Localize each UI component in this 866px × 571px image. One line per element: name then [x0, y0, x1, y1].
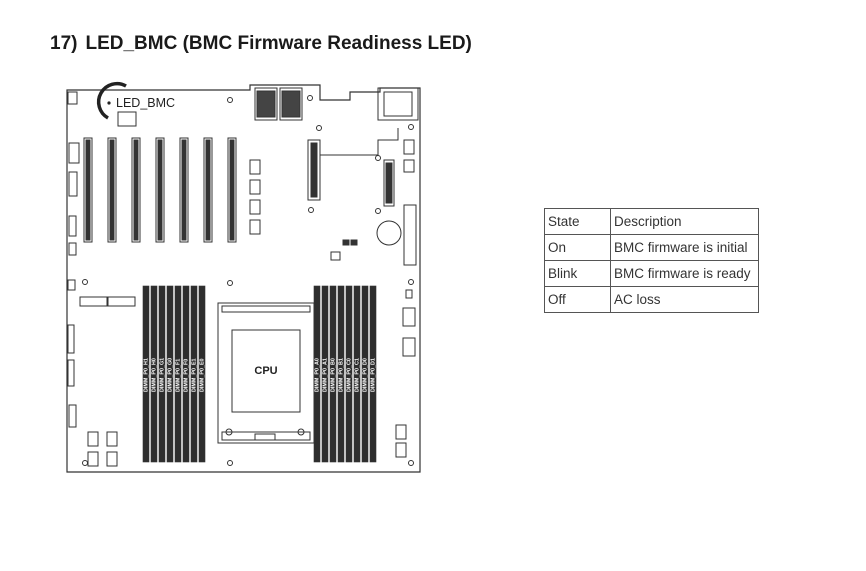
led-bmc-label: LED_BMC: [116, 96, 175, 110]
dimm-label: DIMM_P0_H1: [144, 358, 150, 392]
table-cell-state: On: [544, 234, 611, 261]
dimm-label: DIMM_P0_H0: [152, 358, 158, 392]
dimm-label: DIMM_P0_F1: [176, 359, 182, 392]
table-cell-description: BMC firmware is initial: [610, 234, 759, 261]
dimm-slot: [321, 285, 329, 463]
dimm-label: DIMM_P0_C1: [355, 358, 361, 392]
dimm-slot: [150, 285, 158, 463]
table-row: Off AC loss: [544, 286, 759, 313]
section-heading: 17) LED_BMC (BMC Firmware Readiness LED): [50, 33, 472, 55]
dimm-label: DIMM_P0_E1: [192, 358, 198, 392]
mid-components: [307, 128, 417, 357]
table-cell-description: AC loss: [610, 286, 759, 313]
left-edge-headers: [67, 142, 136, 428]
top-connectors: [67, 87, 419, 466]
dimm-label: DIMM_P0_G0: [168, 358, 174, 392]
dimm-label: DIMM_P0_B0: [331, 358, 337, 392]
dimm-label: DIMM_P0_A1: [323, 358, 329, 392]
dimm-label: DIMM_P0_B1: [339, 358, 345, 392]
dimm-slot: [361, 285, 369, 463]
led-bmc-callout: LED_BMC: [96, 81, 175, 127]
sata-connectors: [87, 159, 407, 467]
dimm-label: DIMM_P0_E0: [200, 358, 206, 392]
dimm-slot: [345, 285, 353, 463]
cpu-socket: CPU: [217, 302, 315, 444]
table-cell-state: Off: [544, 286, 611, 313]
table-header-state: State: [544, 208, 611, 235]
dimm-label: DIMM_P0_D0: [363, 358, 369, 392]
dimm-slot: [142, 285, 150, 463]
dimm-slot: [190, 285, 198, 463]
table-cell-description: BMC firmware is ready: [610, 260, 759, 287]
section-title: LED_BMC (BMC Firmware Readiness LED): [85, 33, 472, 54]
dimm-label: DIMM_P0_C0: [347, 358, 353, 392]
dimm-label: DIMM_P0_F0: [184, 359, 190, 392]
table-row: On BMC firmware is initial: [544, 234, 759, 261]
dimm-label: DIMM_P0_G1: [160, 358, 166, 392]
table-header-description: Description: [610, 208, 759, 235]
led-state-table: State Description On BMC firmware is ini…: [544, 208, 759, 313]
motherboard-diagram: LED_BMC: [60, 80, 430, 480]
dimm-slot: [158, 285, 166, 463]
section-number: 17): [50, 33, 78, 54]
table-cell-state: Blink: [544, 260, 611, 287]
dimm-slot: [198, 285, 206, 463]
dimm-slot: [353, 285, 361, 463]
table-header-row: State Description: [544, 208, 759, 235]
cpu-label: CPU: [254, 365, 277, 377]
dimm-slot: [337, 285, 345, 463]
dimm-label: DIMM_P0_D1: [371, 358, 377, 392]
dimm-slot: [174, 285, 182, 463]
dimm-slot: [182, 285, 190, 463]
dimm-slot: [329, 285, 337, 463]
dimm-slot: [369, 285, 377, 463]
dimm-slot: [166, 285, 174, 463]
dimm-label: DIMM_P0_A0: [315, 358, 321, 392]
pcie-slots: [83, 137, 237, 243]
table-row: Blink BMC firmware is ready: [544, 260, 759, 287]
